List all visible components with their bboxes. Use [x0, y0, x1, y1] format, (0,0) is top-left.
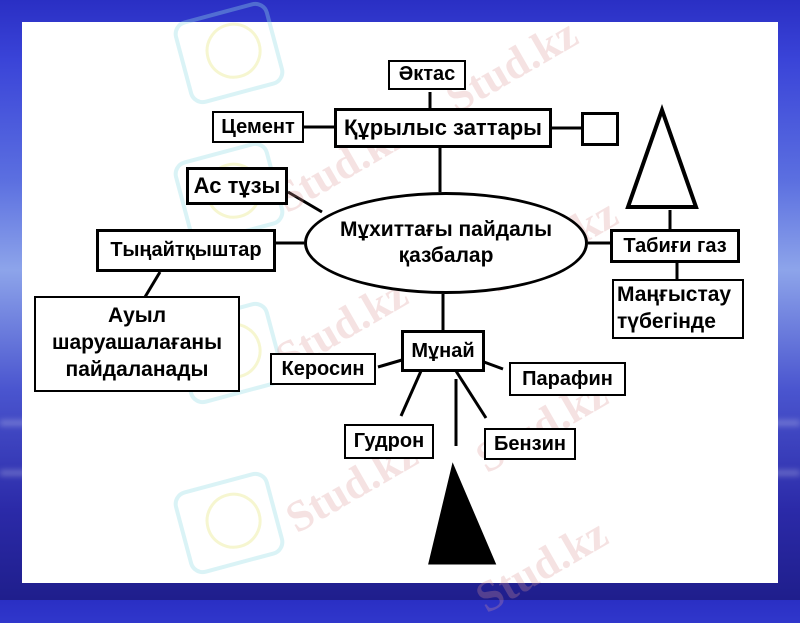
- connector-lines: [143, 92, 699, 565]
- filled-triangle-shape: [428, 462, 497, 565]
- outline-triangle-shape: [625, 103, 699, 209]
- auyl-line1: Ауыл: [107, 304, 167, 327]
- node-gudron: Гудрон: [344, 424, 434, 459]
- node-tynaitkyshtar: Тыңайтқыштар: [96, 229, 276, 272]
- node-benzin: Бензин: [484, 428, 576, 460]
- mangystau-line1: Маңғыстау: [617, 283, 732, 306]
- node-kurylys-zattary: Құрылыс заттары: [334, 108, 552, 148]
- node-tabigi-gaz: Табиғи газ: [610, 229, 740, 263]
- center-line2: қазбалар: [398, 244, 494, 267]
- center-line1: Мұхиттағы пайдалы: [339, 218, 553, 241]
- node-munai: Мұнай: [401, 330, 485, 372]
- mangystau-line2: түбегінде: [617, 310, 716, 333]
- node-kerosin: Керосин: [270, 353, 376, 385]
- auyl-line2: шаруашалағаны: [51, 331, 223, 354]
- empty-square-shape: [581, 112, 619, 146]
- center-ellipse: Мұхиттағы пайдалы қазбалар: [304, 192, 588, 294]
- node-aktas: Әктас: [388, 60, 466, 90]
- node-cement: Цемент: [212, 111, 304, 143]
- node-auyl-sharuashalygy: Ауыл шаруашалағаны пайдаланады: [34, 296, 240, 392]
- node-as-tuzy: Ас тұзы: [186, 167, 288, 205]
- auyl-line3: пайдаланады: [65, 358, 209, 381]
- node-mangystau: Маңғыстау түбегінде: [612, 279, 744, 339]
- node-parafin: Парафин: [509, 362, 626, 396]
